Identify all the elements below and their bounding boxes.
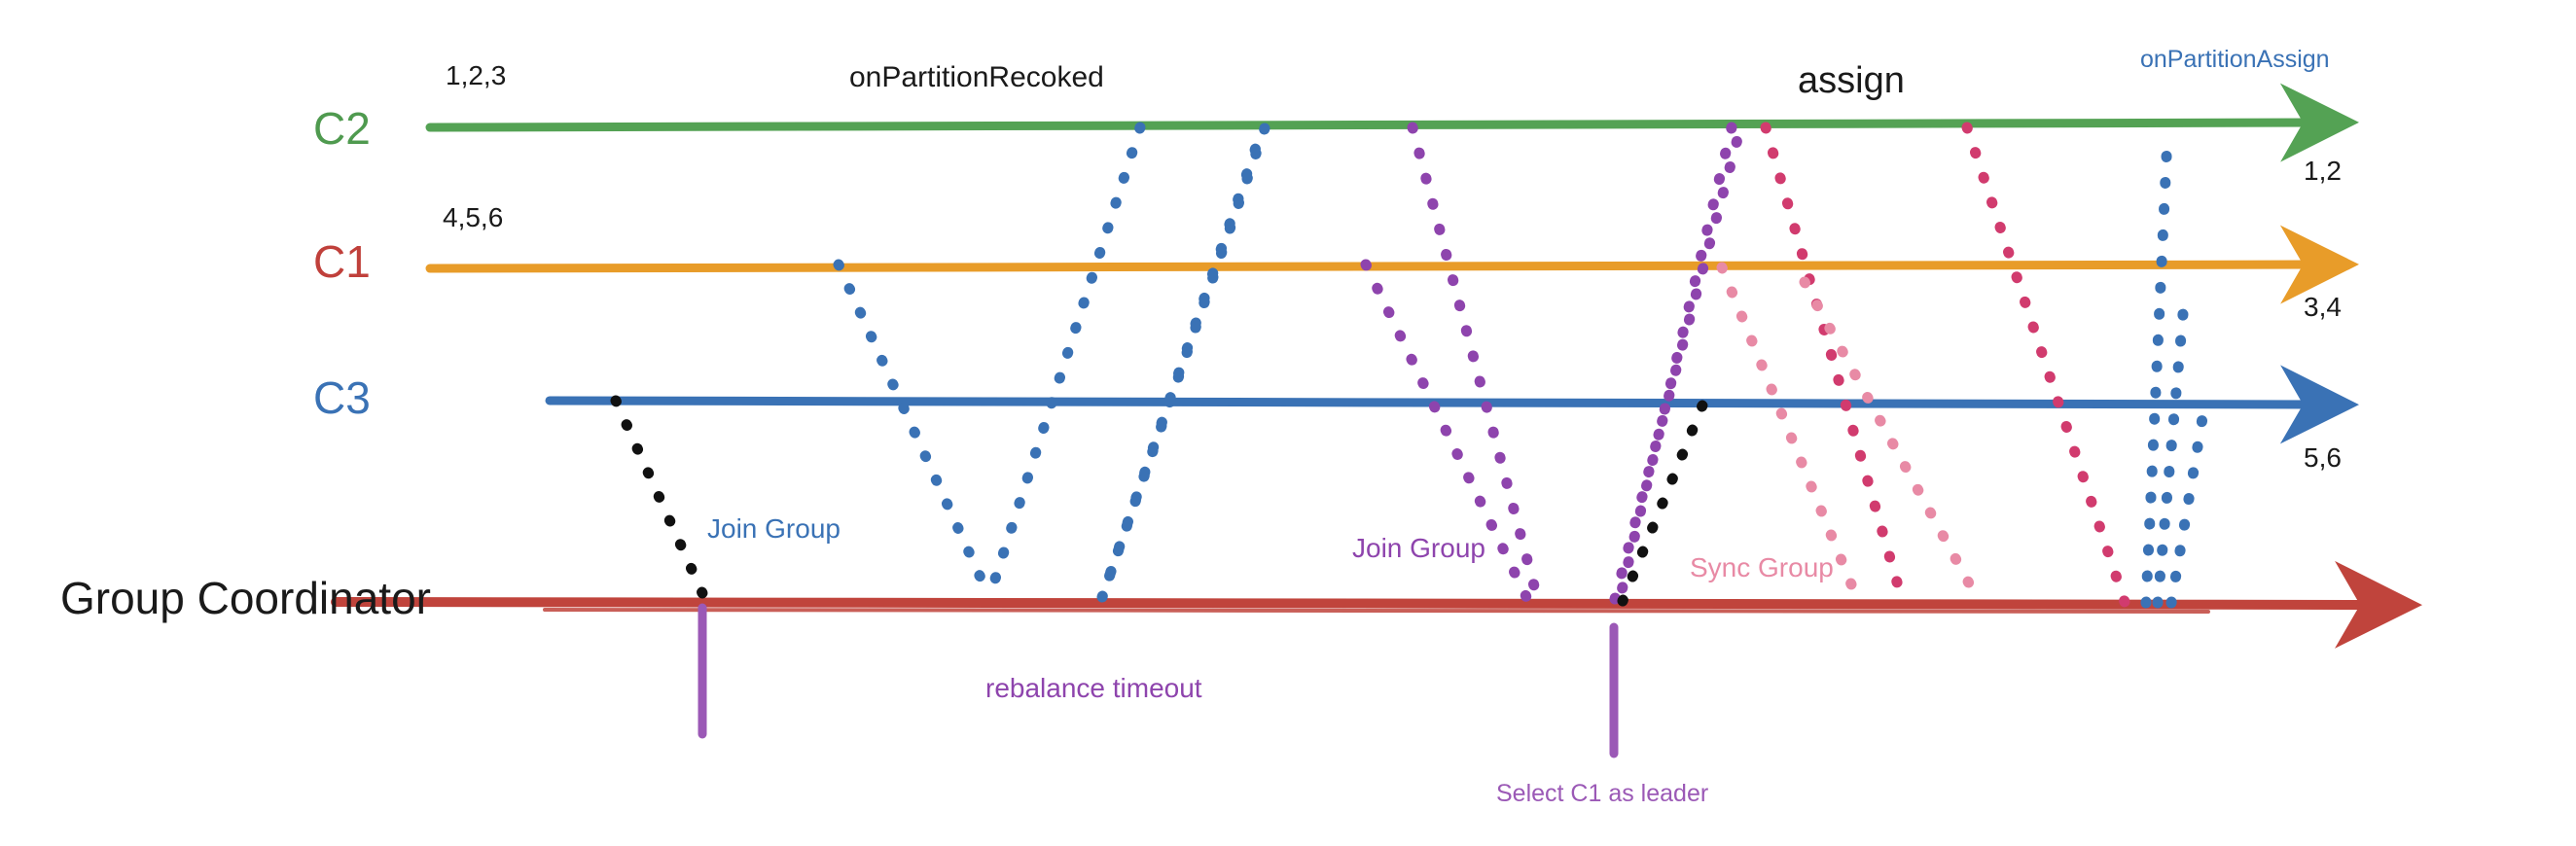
flow-c2-joingroup-purple xyxy=(1360,259,1533,605)
flow-assign-blue-3 xyxy=(2165,412,2208,609)
flow-sync-pink-2 xyxy=(1799,276,1986,609)
start-partitions-c1: 4,5,6 xyxy=(443,202,504,232)
start-partitions-c2: 1,2,3 xyxy=(446,60,507,90)
flow-c2-joingroup2-blue xyxy=(1096,123,1270,603)
flow-c3-joingroup-purple xyxy=(1614,122,1737,605)
header-on-partition-revoked: onPartitionRecoked xyxy=(849,61,1104,93)
lane-line-c2 xyxy=(425,83,2359,162)
lane-label-c1: C1 xyxy=(313,236,371,287)
flow-c2-joingroup-blue xyxy=(984,122,1146,603)
header-on-partition-assign: onPartitionAssign xyxy=(2140,46,2330,73)
flow-coord-up-c3-blue xyxy=(1096,122,1269,603)
annotation-sync-group-pink: Sync Group xyxy=(1690,552,1834,582)
lane-label-c2: C2 xyxy=(313,103,371,154)
end-partitions-c2: 1,2 xyxy=(2304,156,2342,186)
lane-line-group-coordinator xyxy=(331,560,2422,649)
header-assign: assign xyxy=(1798,60,1905,101)
flow-c3-leave-black xyxy=(610,395,708,599)
flow-coord-black-c3 xyxy=(1617,395,1710,607)
flow-assign-blue-1 xyxy=(2140,130,2173,609)
annotation-rebalance-timeout: rebalance timeout xyxy=(985,673,1202,703)
lane-label-group-coordinator: Group Coordinator xyxy=(60,573,431,623)
annotation-select-c1-as-leader: Select C1 as leader xyxy=(1496,780,1709,807)
lane-label-c3: C3 xyxy=(313,372,371,423)
flow-sync-crimson-2 xyxy=(1961,122,2131,611)
flow-c1-joingroup-purple xyxy=(1407,122,1543,603)
flow-c1-syncgroup-crimson xyxy=(1760,122,1908,605)
flow-c1-joingroup-blue xyxy=(833,259,995,603)
flow-assign-blue-2 xyxy=(2152,286,2191,609)
end-partitions-c3: 5,6 xyxy=(2304,442,2342,473)
annotation-join-group-purple: Join Group xyxy=(1352,533,1485,563)
flow-sync-pink-1 xyxy=(1716,262,1864,607)
end-partitions-c1: 3,4 xyxy=(2304,292,2342,322)
lane-line-c1 xyxy=(425,225,2359,304)
flow-coord-leader-purple xyxy=(1609,119,1747,605)
annotation-join-group-blue: Join Group xyxy=(707,513,841,544)
